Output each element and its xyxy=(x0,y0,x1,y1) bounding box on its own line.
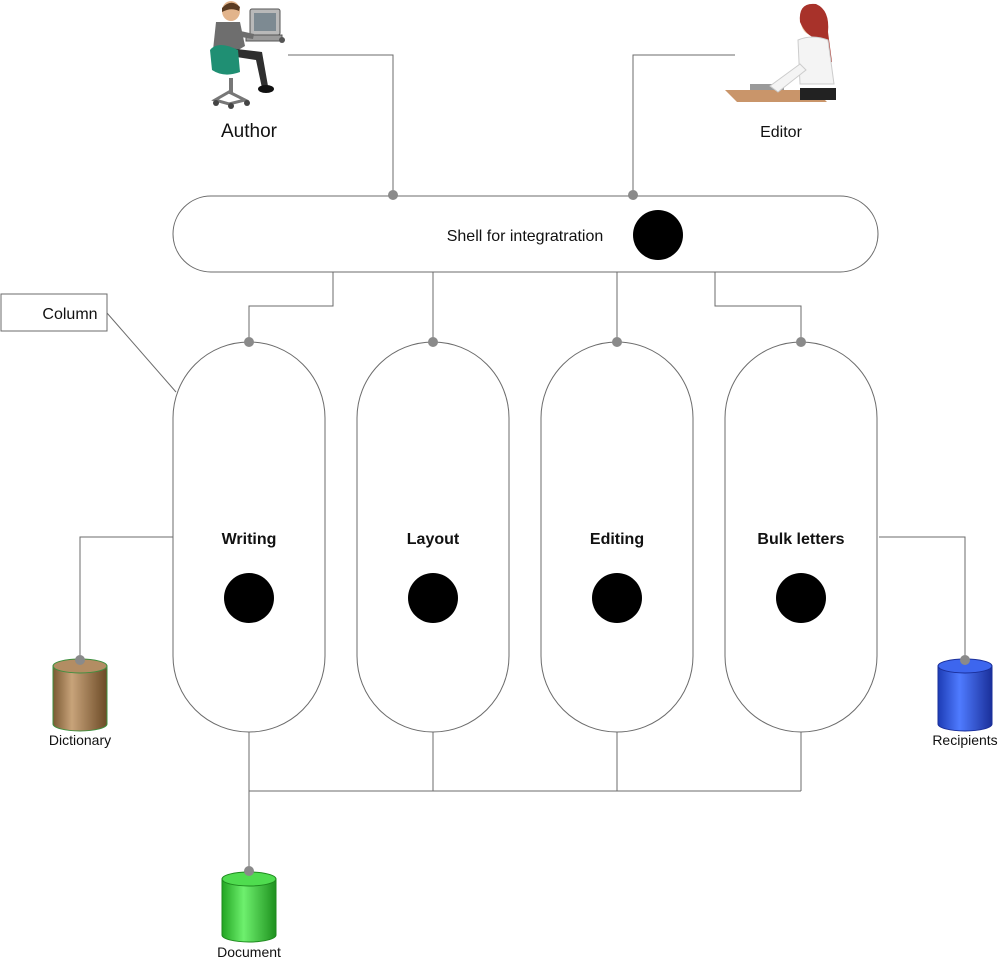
editor-label: Editor xyxy=(760,124,802,141)
column-editing-label: Editing xyxy=(590,531,644,548)
dictionary-label: Dictionary xyxy=(49,732,111,748)
dictionary-database-icon xyxy=(52,658,108,732)
recipients-label: Recipients xyxy=(932,732,997,748)
author-to-shell-line xyxy=(288,54,394,195)
document-database-icon xyxy=(221,871,277,943)
column-callout-label: Column xyxy=(42,306,97,323)
column-layout-dot xyxy=(408,573,458,623)
column-layout: Layout xyxy=(356,341,510,733)
connection-point xyxy=(75,655,85,665)
shell-to-bulk-line xyxy=(714,272,802,342)
author-at-computer-icon xyxy=(210,1,285,109)
connection-point xyxy=(628,190,638,200)
connection-point xyxy=(612,337,622,347)
connection-points xyxy=(75,190,970,876)
callout-leader-line xyxy=(106,312,177,393)
column-callout: Column xyxy=(0,293,108,332)
column-layout-label: Layout xyxy=(407,531,460,548)
recipients-database-icon xyxy=(937,658,993,732)
writing-to-dictionary-line xyxy=(79,536,173,660)
bulk-to-recipients-line xyxy=(879,536,966,660)
document-label: Document xyxy=(217,944,281,960)
connection-point xyxy=(796,337,806,347)
column-editing-dot xyxy=(592,573,642,623)
shell-integration-bar: Shell for integratration xyxy=(172,195,879,273)
column-writing-label: Writing xyxy=(222,531,277,548)
column-writing-dot xyxy=(224,573,274,623)
connector-lines xyxy=(79,54,966,871)
editor-to-shell-line xyxy=(632,54,735,195)
shell-terminal-dot xyxy=(633,210,683,260)
connection-point xyxy=(388,190,398,200)
shell-label: Shell for integratration xyxy=(447,228,604,245)
connection-point xyxy=(244,866,254,876)
connection-point xyxy=(960,655,970,665)
connection-point xyxy=(244,337,254,347)
editor-at-laptop-icon xyxy=(725,3,836,102)
column-editing: Editing xyxy=(540,341,694,733)
shell-to-writing-line xyxy=(248,272,334,342)
column-bulk-letters-dot xyxy=(776,573,826,623)
author-label: Author xyxy=(221,121,278,142)
connection-point xyxy=(428,337,438,347)
column-bulk-letters-label: Bulk letters xyxy=(757,531,844,548)
column-bulk-letters: Bulk letters xyxy=(724,341,878,733)
column-writing: Writing xyxy=(172,341,326,733)
